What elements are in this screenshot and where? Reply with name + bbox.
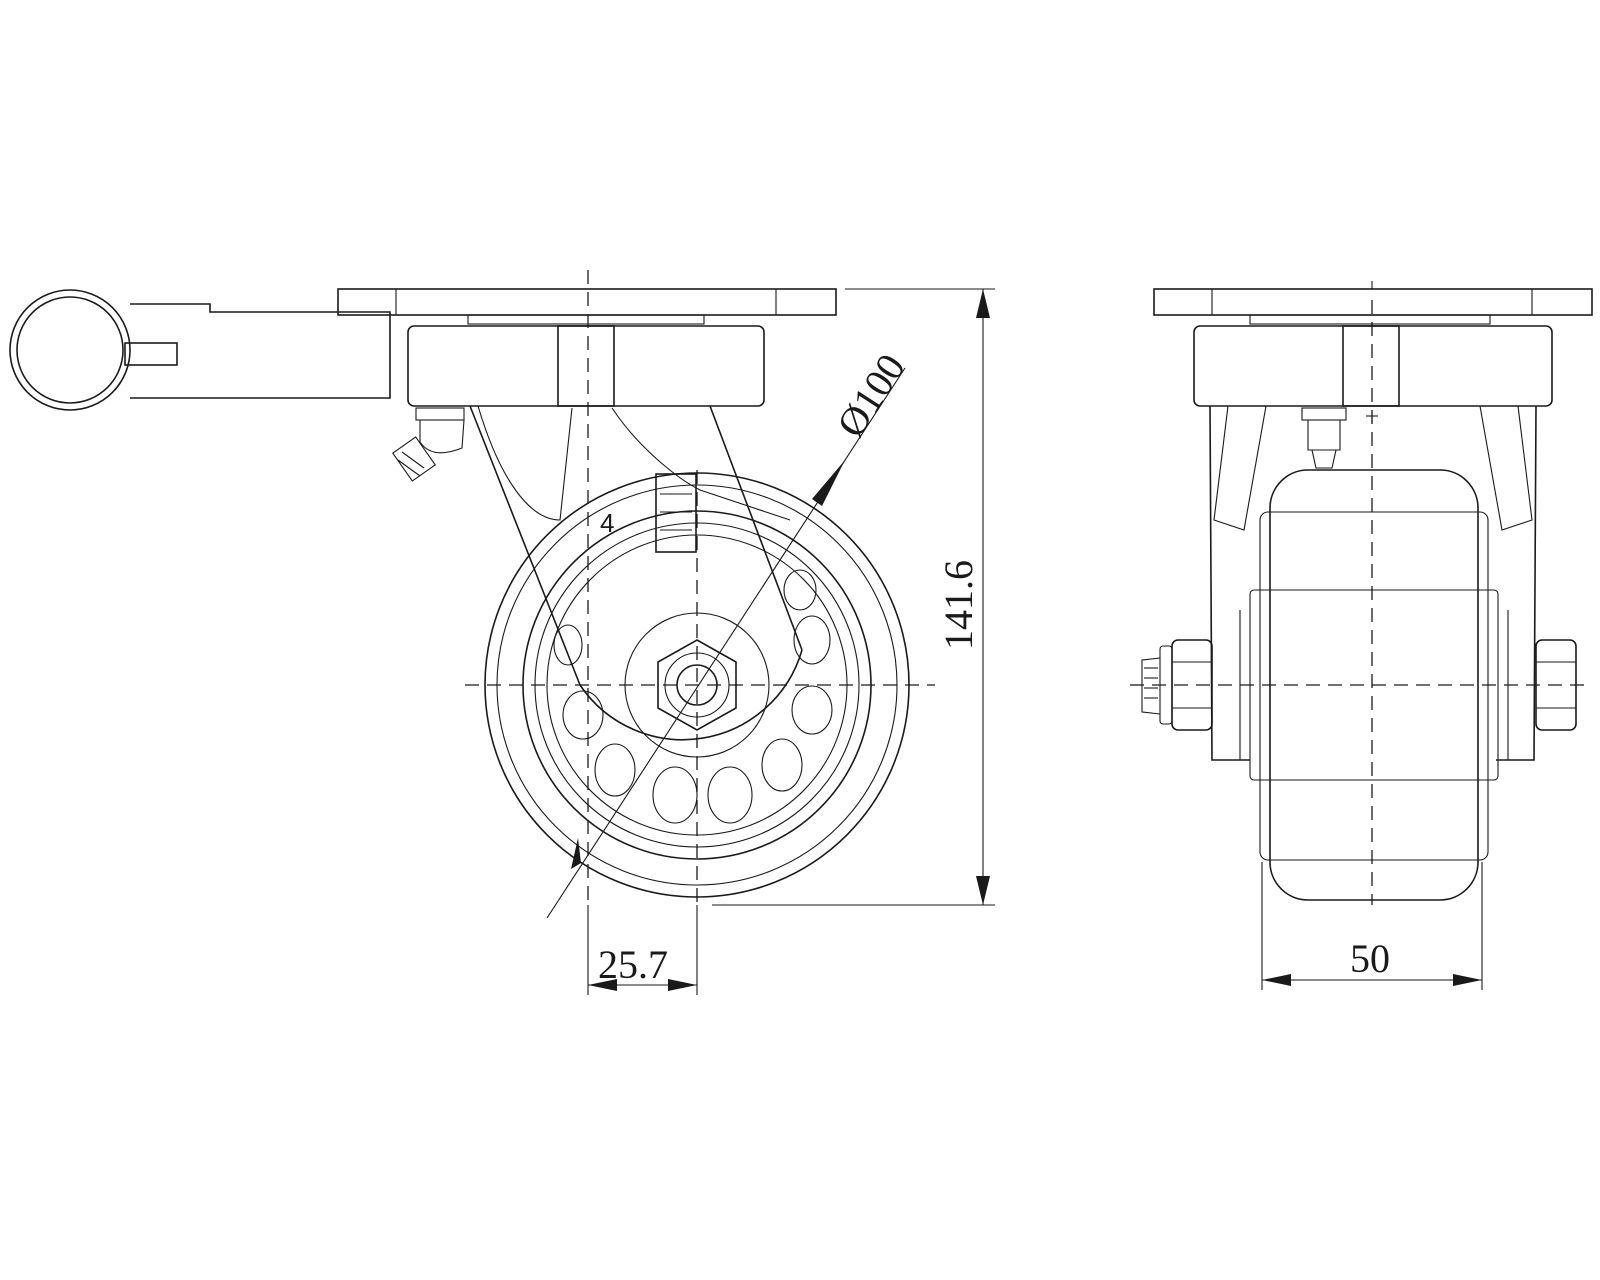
- front-view: 50: [1130, 281, 1593, 990]
- front-grease-nipple: [1301, 407, 1378, 469]
- offset-dimension: 25.7: [587, 905, 698, 995]
- side-view: 4: [9, 270, 995, 995]
- swivel-housing: [407, 325, 765, 407]
- height-dimension: 141.6: [712, 288, 995, 906]
- width-label: 50: [1350, 936, 1390, 981]
- front-top-plate: [1153, 281, 1593, 325]
- top-plate: [337, 288, 837, 325]
- front-centerlines: [1130, 300, 1590, 905]
- diameter-dimension: Ø100: [546, 346, 914, 919]
- side-centerlines: [465, 270, 935, 905]
- height-label: 141.6: [936, 560, 981, 650]
- brake-lever: [130, 303, 391, 399]
- width-dimension: 50: [1261, 862, 1483, 990]
- hub-pockets: [553, 569, 833, 824]
- part-mark: 4: [600, 508, 614, 538]
- diameter-label: Ø100: [828, 346, 914, 445]
- fork: [469, 405, 803, 741]
- brake-ring: [9, 289, 178, 411]
- front-fork: [1209, 405, 1537, 761]
- offset-label: 25.7: [598, 942, 668, 987]
- grease-nipple: [392, 407, 465, 482]
- front-swivel-housing: [1193, 325, 1553, 407]
